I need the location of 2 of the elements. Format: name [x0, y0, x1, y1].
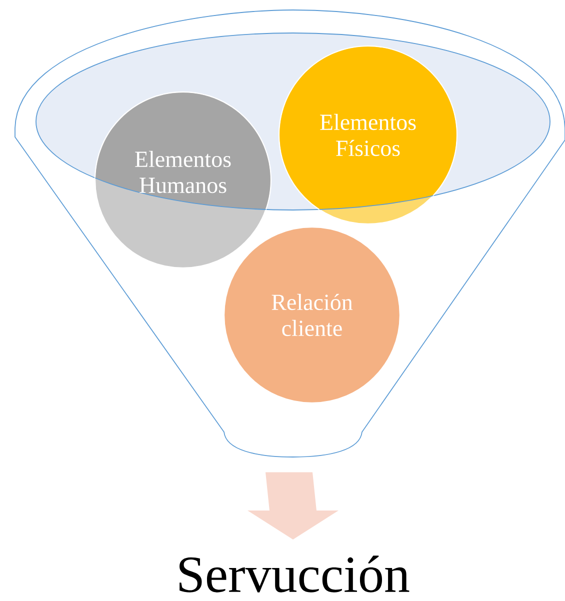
- block-arrow: [248, 472, 338, 540]
- result-text: Servucción: [180, 556, 410, 592]
